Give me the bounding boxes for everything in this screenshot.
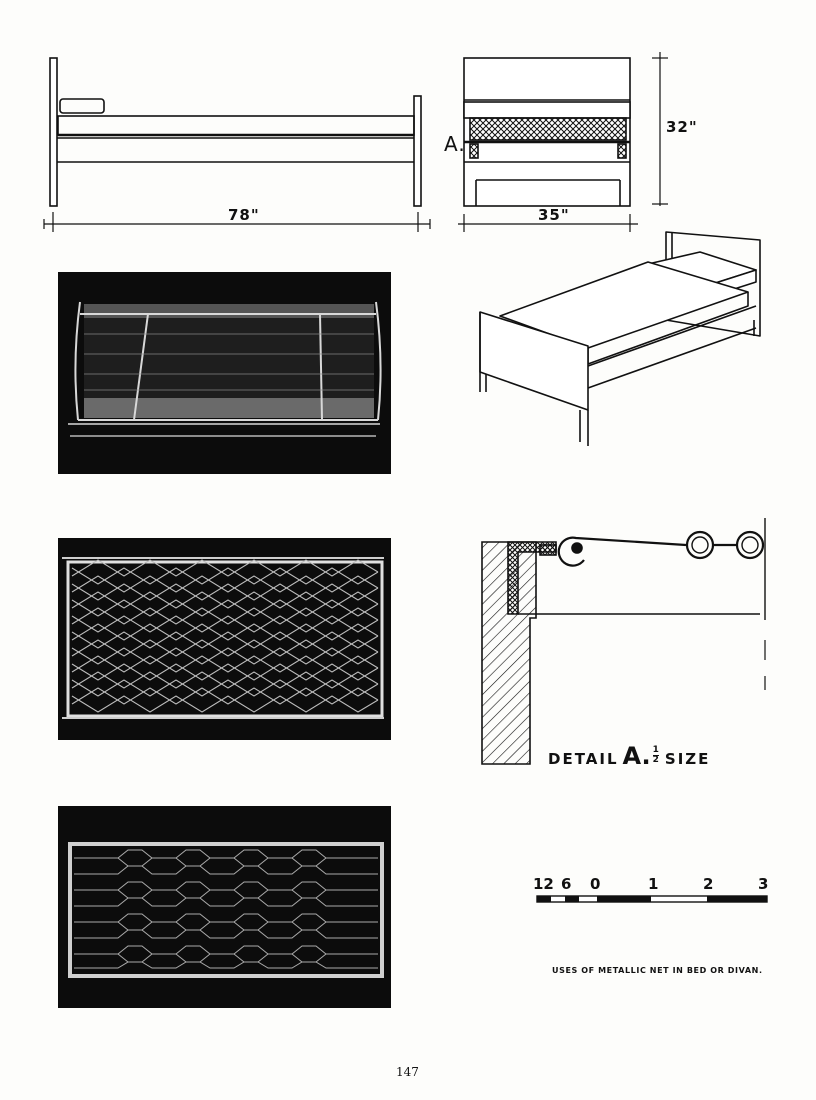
section-a-marker: A. xyxy=(444,132,466,156)
height-dimension-label: 32" xyxy=(666,118,698,136)
scale-label-0: 0 xyxy=(590,875,601,893)
size-word: SIZE xyxy=(664,750,711,768)
scale-label-12: 12 xyxy=(533,875,554,893)
scale-label-6: 6 xyxy=(561,875,572,893)
detail-letter: A. xyxy=(622,742,651,770)
length-dimension-label: 78" xyxy=(228,206,260,224)
width-dimension-label: 35" xyxy=(538,206,570,224)
scale-label-2: 2 xyxy=(703,875,714,893)
figure-caption: USES OF METALLIC NET IN BED OR DIVAN. xyxy=(552,966,763,975)
fraction-denominator: 2 xyxy=(652,755,659,765)
photo-hexagonal-net-spring xyxy=(58,806,391,1008)
fraction-numerator: 1 xyxy=(652,745,659,755)
detail-word: DETAIL xyxy=(548,750,619,768)
scale-label-3: 3 xyxy=(758,875,769,893)
scale-label-1: 1 xyxy=(648,875,659,893)
page-number: 147 xyxy=(396,1065,419,1079)
photo-diamond-net-spring xyxy=(58,538,391,740)
photo-bed-frame-perspective xyxy=(58,272,391,474)
